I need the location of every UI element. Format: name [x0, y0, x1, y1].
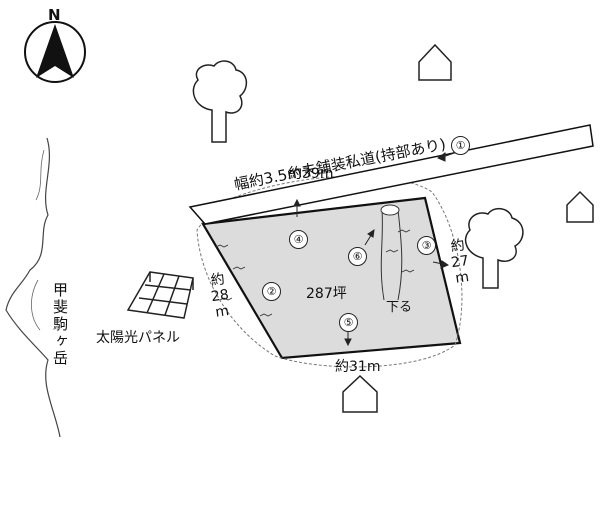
slope-label: 下る: [386, 300, 413, 315]
viewpoint-marker: ④: [289, 230, 308, 249]
solar-panel-label: 太陽光パネル: [96, 330, 180, 346]
viewpoint-marker: ②: [262, 282, 281, 301]
bottom-dimension-label: 約31m: [335, 359, 381, 375]
north-label: N: [48, 6, 61, 24]
area-label: 287坪: [306, 286, 347, 302]
mountain-label: 甲斐駒ヶ岳: [51, 282, 69, 367]
house-icon: [342, 43, 594, 413]
boundary-outline: [196, 175, 463, 368]
viewpoint-marker: ①: [451, 136, 470, 155]
top-dimension-label: 約39m: [288, 166, 334, 182]
viewpoint-marker: ⑤: [339, 313, 358, 332]
solar-panel-icon: [126, 271, 194, 319]
slope-path: [380, 209, 403, 301]
viewpoint-marker: ⑥: [348, 247, 367, 266]
viewpoint-marker: ③: [417, 236, 436, 255]
property-parcel: [201, 196, 462, 360]
mountain-ridge: [5, 137, 61, 438]
north-arrow-icon: [24, 21, 86, 83]
tree-icon: [192, 60, 524, 289]
